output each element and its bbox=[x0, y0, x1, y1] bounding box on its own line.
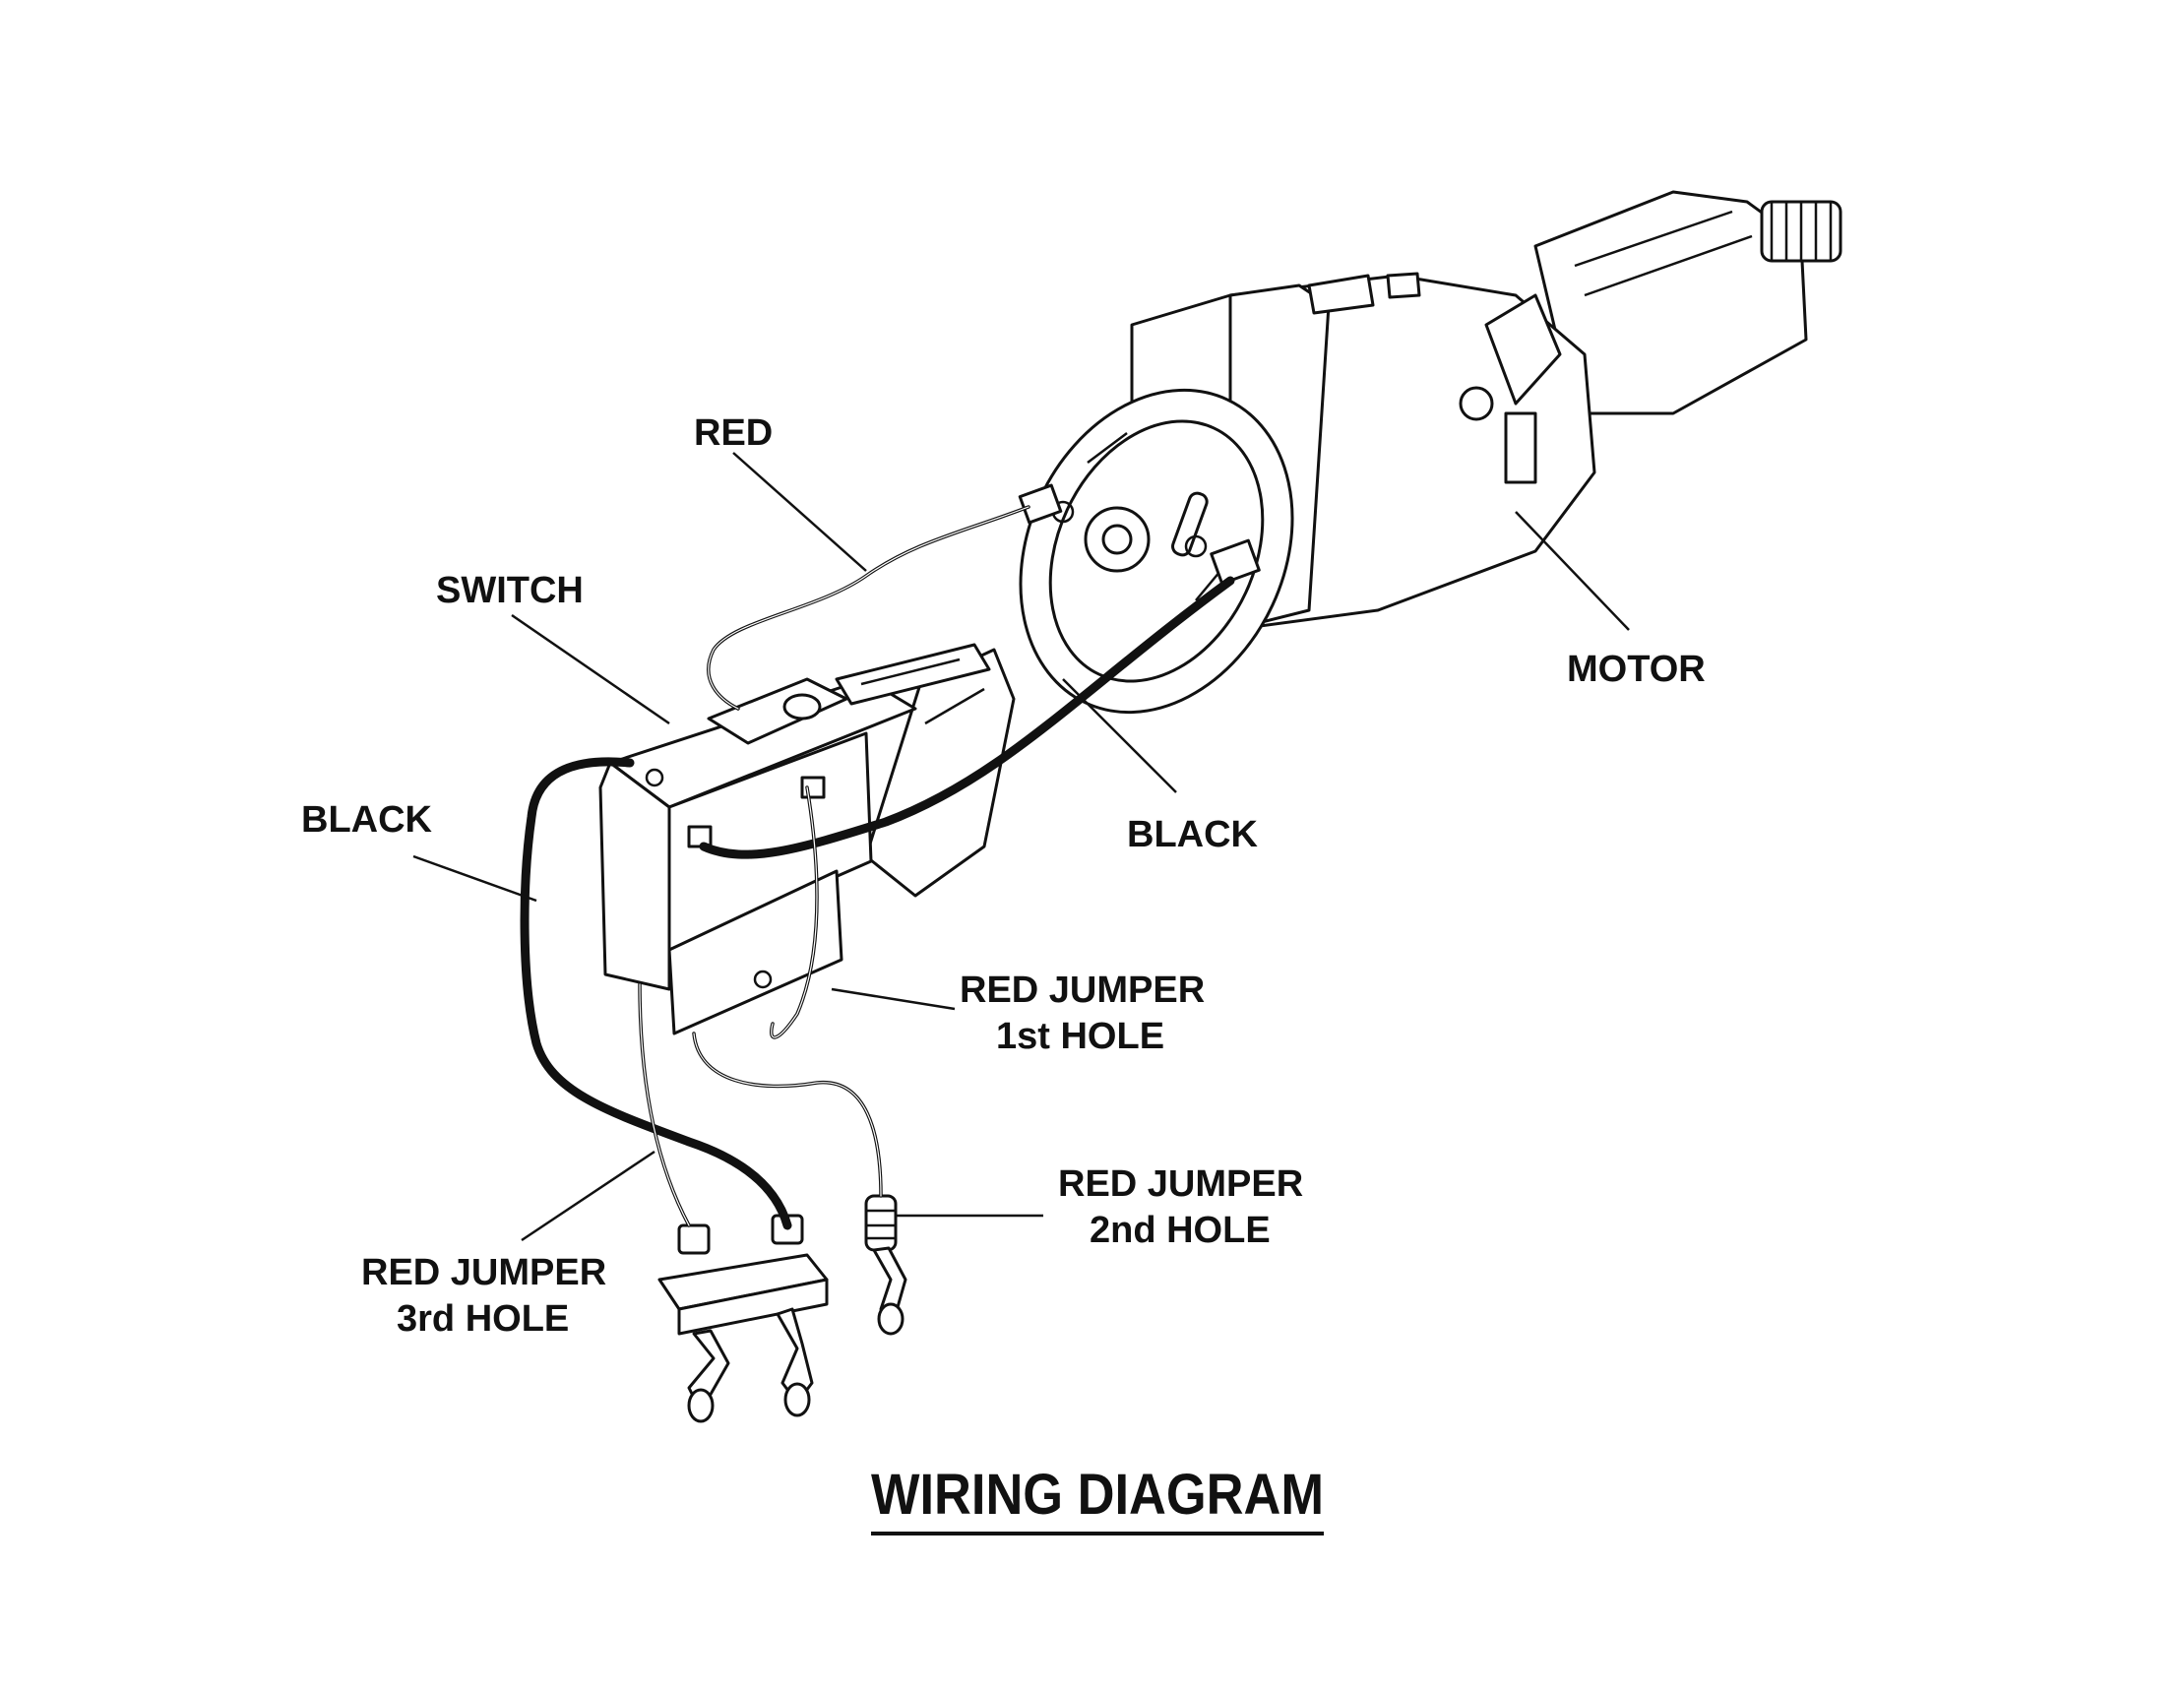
black-wire-terminal bbox=[520, 757, 792, 1230]
label-black-right: BLACK bbox=[1127, 814, 1259, 855]
diagram-title: WIRING DIAGRAM bbox=[871, 1463, 1324, 1535]
label-red-jumper-3-line2: 3rd HOLE bbox=[397, 1298, 569, 1340]
red-jumper-2nd-hole bbox=[692, 1032, 883, 1198]
label-red-jumper-3-line1: RED JUMPER bbox=[361, 1252, 606, 1293]
label-red-jumper-1st-hole: RED JUMPER 1st HOLE bbox=[960, 970, 1205, 1057]
label-switch: SWITCH bbox=[436, 570, 584, 611]
leader-lines bbox=[412, 452, 1630, 1242]
label-red-jumper-2nd-hole: RED JUMPER 2nd HOLE bbox=[1058, 1163, 1303, 1251]
label-red-jumper-1-line2: 1st HOLE bbox=[996, 1016, 1164, 1057]
label-red-jumper-2-line1: RED JUMPER bbox=[1058, 1163, 1303, 1205]
motor-end-face bbox=[1019, 388, 1294, 715]
label-red-jumper-2-line2: 2nd HOLE bbox=[1090, 1210, 1271, 1251]
black-terminal bbox=[1210, 538, 1261, 586]
label-motor: MOTOR bbox=[1567, 649, 1706, 690]
title-text: WIRING DIAGRAM bbox=[871, 1463, 1324, 1527]
jumper-2nd-connector bbox=[864, 1194, 907, 1336]
red-jumper-3rd-hole bbox=[638, 982, 691, 1227]
motor bbox=[1018, 190, 1842, 715]
terminal-block bbox=[657, 1214, 829, 1423]
threaded-shaft bbox=[1760, 200, 1842, 263]
label-red-jumper-1-line1: RED JUMPER bbox=[960, 970, 1205, 1011]
switch bbox=[598, 643, 1016, 1035]
label-red: RED bbox=[694, 412, 773, 454]
label-red-jumper-3rd-hole: RED JUMPER 3rd HOLE bbox=[361, 1252, 606, 1340]
red-jumper-1st-hole bbox=[770, 785, 819, 1039]
black-wire-motor bbox=[699, 576, 1235, 859]
red-wire-motor bbox=[707, 505, 1030, 711]
label-black-left: BLACK bbox=[301, 799, 433, 841]
